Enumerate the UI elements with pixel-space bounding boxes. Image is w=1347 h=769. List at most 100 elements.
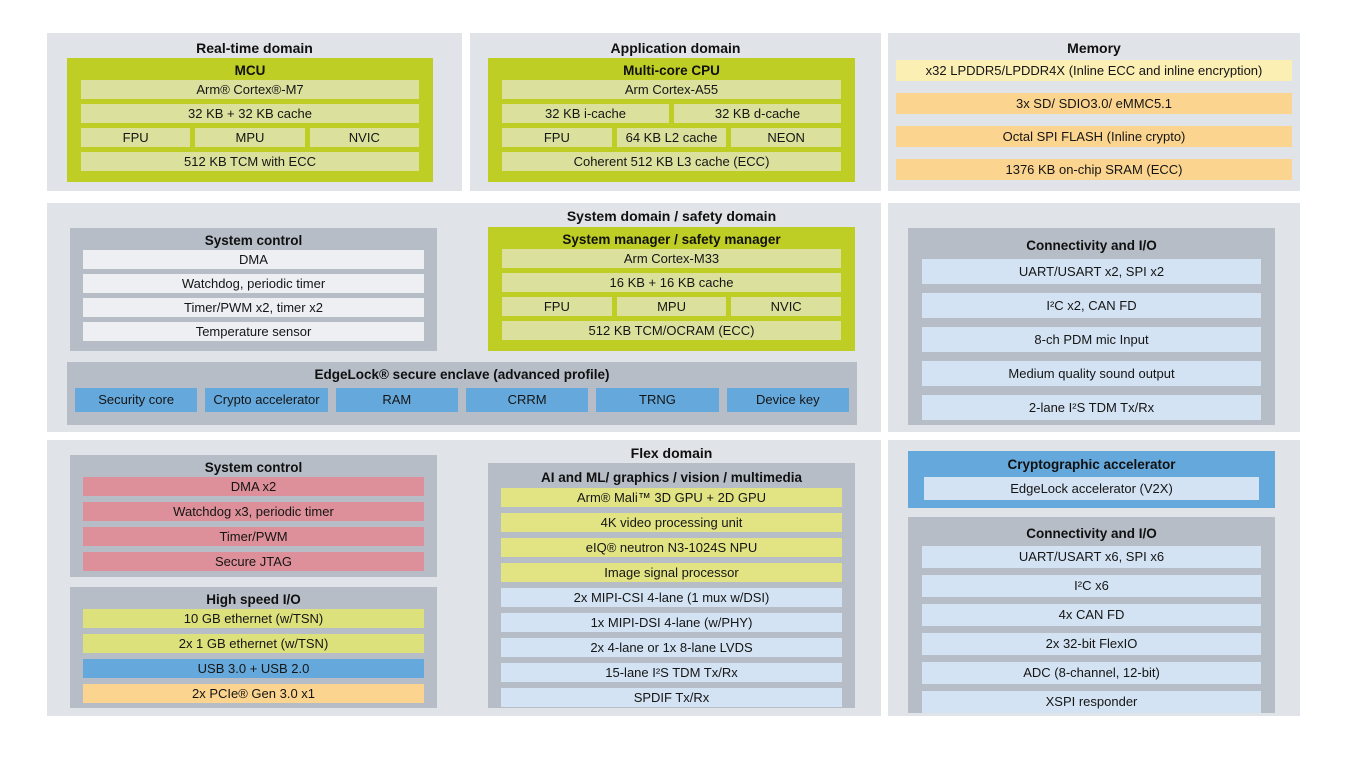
flexctl-watchdog-row: Watchdog x3, periodic timer [83,502,424,521]
conn2-adc-row: ADC (8-channel, 12-bit) [922,662,1261,684]
manager-mpu-cell: MPU [616,297,727,316]
system-safety-domain-panel: System domain / safety domain System con… [47,203,881,432]
conn-pdm-row: 8-ch PDM mic Input [922,327,1261,352]
sysctl-dma-row: DMA [83,250,424,269]
edgelock-ram-cell: RAM [335,388,458,412]
ai-ml-block: AI and ML/ graphics / vision / multimedi… [488,463,855,708]
manager-core-row: Arm Cortex-M33 [502,249,841,268]
system-control-flex-header: System control [204,460,303,475]
cpu-l3-row: Coherent 512 KB L3 cache (ECC) [502,152,841,171]
edgelock-trng-cell: TRNG [596,388,719,412]
sysctl-timer-row: Timer/PWM x2, timer x2 [83,298,424,317]
connectivity-mid-block: Connectivity and I/O UART/USART x2, SPI … [908,228,1275,425]
memory-panel: Memory x32 LPDDR5/LPDDR4X (Inline ECC an… [888,33,1300,191]
manager-cache-row: 16 KB + 16 KB cache [502,273,841,292]
crypto-connectivity-panel: Cryptographic accelerator EdgeLock accel… [888,440,1300,716]
hsio-usb-row: USB 3.0 + USB 2.0 [83,659,424,678]
aiml-mipi-dsi-row: 1x MIPI-DSI 4-lane (w/PHY) [501,613,842,632]
conn2-xspi-row: XSPI responder [922,691,1261,713]
cryptographic-accelerator-header: Cryptographic accelerator [1007,457,1176,472]
aiml-gpu-row: Arm® Mali™ 3D GPU + 2D GPU [501,488,842,507]
multicore-cpu-header: Multi-core CPU [623,63,720,78]
conn2-canfd-row: 4x CAN FD [922,604,1261,626]
cpu-cache-row: 32 KB i-cache 32 KB d-cache [502,104,841,123]
cryptographic-accelerator-block: Cryptographic accelerator EdgeLock accel… [908,451,1275,508]
flexctl-jtag-row: Secure JTAG [83,552,424,571]
realtime-domain-panel: Real-time domain MCU Arm® Cortex®-M7 32 … [47,33,462,191]
application-domain-panel: Application domain Multi-core CPU Arm Co… [470,33,881,191]
aiml-isp-row: Image signal processor [501,563,842,582]
flex-domain-panel: Flex domain System control DMA x2 Watchd… [47,440,881,716]
memory-sd-row: 3x SD/ SDIO3.0/ eMMC5.1 [896,93,1292,114]
connectivity-mid-header: Connectivity and I/O [1026,238,1157,253]
mcu-fpu-cell: FPU [81,128,191,147]
aiml-mipi-csi-row: 2x MIPI-CSI 4-lane (1 mux w/DSI) [501,588,842,607]
mcu-block: MCU Arm® Cortex®-M7 32 KB + 32 KB cache … [67,58,433,182]
manager-nvic-cell: NVIC [731,297,841,316]
hsio-10gb-eth-row: 10 GB ethernet (w/TSN) [83,609,424,628]
cpu-core-row: Arm Cortex-A55 [502,80,841,99]
manager-tcm-row: 512 KB TCM/OCRAM (ECC) [502,321,841,340]
sysctl-watchdog-row: Watchdog, periodic timer [83,274,424,293]
cpu-neon-cell: NEON [731,128,841,147]
cpu-units-row: FPU 64 KB L2 cache NEON [502,128,841,147]
edgelock-crrm-cell: CRRM [465,388,589,412]
aiml-spdif-row: SPDIF Tx/Rx [501,688,842,707]
system-safety-domain-title: System domain / safety domain [566,208,777,224]
mcu-tcm-row: 512 KB TCM with ECC [81,152,419,171]
manager-units-row: FPU MPU NVIC [502,297,841,316]
memory-flash-row: Octal SPI FLASH (Inline crypto) [896,126,1292,147]
high-speed-io-block: High speed I/O 10 GB ethernet (w/TSN) 2x… [70,587,437,708]
hsio-1gb-eth-row: 2x 1 GB ethernet (w/TSN) [83,634,424,653]
system-manager-header: System manager / safety manager [562,232,781,247]
high-speed-io-header: High speed I/O [206,592,301,607]
connectivity-mid-panel: Connectivity and I/O UART/USART x2, SPI … [888,203,1300,432]
mcu-units-row: FPU MPU NVIC [81,128,419,147]
multicore-cpu-block: Multi-core CPU Arm Cortex-A55 32 KB i-ca… [488,58,855,182]
realtime-domain-title: Real-time domain [196,40,313,56]
aiml-i2s-row: 15-lane I²S TDM Tx/Rx [501,663,842,682]
conn-i2s-row: 2-lane I²S TDM Tx/Rx [922,395,1261,420]
conn-uart-row: UART/USART x2, SPI x2 [922,259,1261,284]
cpu-dcache-cell: 32 KB d-cache [674,104,841,123]
mcu-core-row: Arm® Cortex®-M7 [81,80,419,99]
manager-fpu-cell: FPU [502,297,612,316]
system-control-mid-header: System control [204,233,303,248]
cpu-icache-cell: 32 KB i-cache [502,104,669,123]
system-control-flex-block: System control DMA x2 Watchdog x3, perio… [70,455,437,577]
conn-sound-row: Medium quality sound output [922,361,1261,386]
edgelock-crypto-accel-cell: Crypto accelerator [205,388,328,412]
flexctl-timer-row: Timer/PWM [83,527,424,546]
cpu-l2-cell: 64 KB L2 cache [616,128,727,147]
flex-domain-title: Flex domain [630,445,713,461]
mcu-mpu-cell: MPU [195,128,305,147]
conn2-uart-row: UART/USART x6, SPI x6 [922,546,1261,568]
edgelock-enclave-block: EdgeLock® secure enclave (advanced profi… [67,362,857,425]
aiml-vpu-row: 4K video processing unit [501,513,842,532]
mcu-nvic-cell: NVIC [309,128,419,147]
edgelock-enclave-header: EdgeLock® secure enclave (advanced profi… [314,367,610,382]
edgelock-device-key-cell: Device key [726,388,849,412]
connectivity-bottom-block: Connectivity and I/O UART/USART x6, SPI … [908,517,1275,713]
memory-lpddr-row: x32 LPDDR5/LPDDR4X (Inline ECC and inlin… [896,60,1292,81]
edgelock-v2x-row: EdgeLock accelerator (V2X) [924,477,1259,500]
aiml-lvds-row: 2x 4-lane or 1x 8-lane LVDS [501,638,842,657]
mcu-header: MCU [234,63,266,78]
system-control-mid-block: System control DMA Watchdog, periodic ti… [70,228,437,351]
conn2-i2c-row: I²C x6 [922,575,1261,597]
edgelock-security-core-cell: Security core [75,388,198,412]
flexctl-dma-row: DMA x2 [83,477,424,496]
hsio-pcie-row: 2x PCIe® Gen 3.0 x1 [83,684,424,703]
conn-i2c-row: I²C x2, CAN FD [922,293,1261,318]
connectivity-bottom-header: Connectivity and I/O [1026,526,1157,541]
memory-title: Memory [1067,40,1121,56]
memory-sram-row: 1376 KB on-chip SRAM (ECC) [896,159,1292,180]
ai-ml-header: AI and ML/ graphics / vision / multimedi… [540,470,803,485]
aiml-npu-row: eIQ® neutron N3-1024S NPU [501,538,842,557]
application-domain-title: Application domain [610,40,741,56]
mcu-cache-row: 32 KB + 32 KB cache [81,104,419,123]
cpu-fpu-cell: FPU [502,128,612,147]
system-manager-block: System manager / safety manager Arm Cort… [488,227,855,351]
sysctl-tempsensor-row: Temperature sensor [83,322,424,341]
